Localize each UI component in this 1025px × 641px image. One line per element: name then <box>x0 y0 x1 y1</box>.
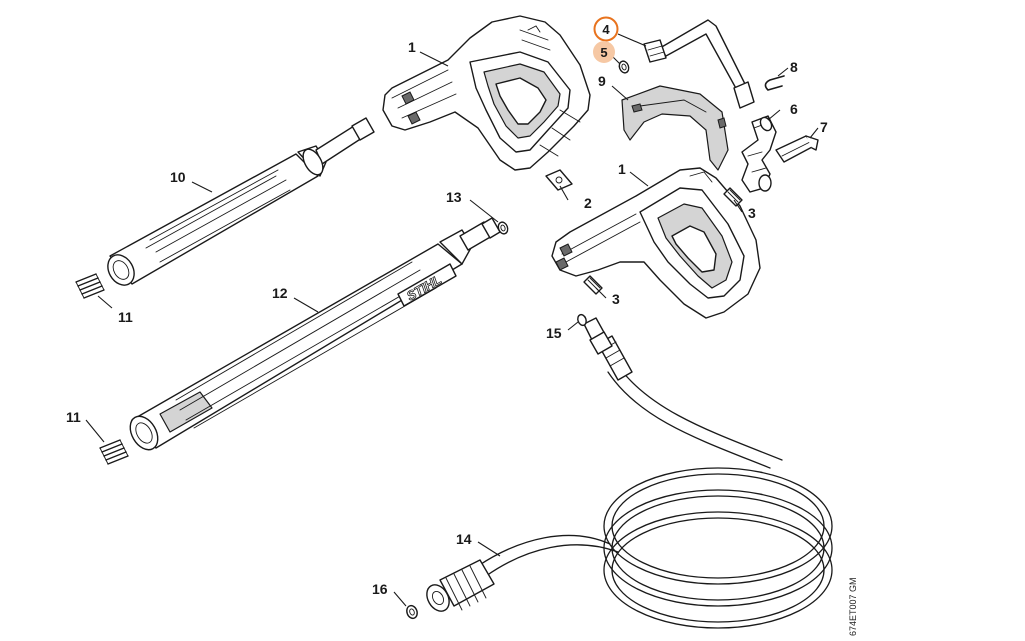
o-ring-13[interactable] <box>497 221 510 235</box>
trigger-guard-cover[interactable] <box>621 85 729 171</box>
drawing-code: 674ET007 GM <box>848 577 858 636</box>
callout-5: 5 <box>600 45 607 60</box>
callout-1-lower: 1 <box>618 161 626 177</box>
o-ring-5[interactable] <box>618 60 631 74</box>
callout-1-upper: 1 <box>408 39 416 55</box>
spring-11-lower[interactable] <box>99 439 129 465</box>
callout-7: 7 <box>820 119 828 135</box>
angled-pipe[interactable] <box>643 19 755 109</box>
callout-8: 8 <box>790 59 798 75</box>
valve-connector-6[interactable] <box>741 115 777 193</box>
callout-12: 12 <box>272 285 288 301</box>
callout-4: 4 <box>602 22 610 37</box>
handle-shell-lower[interactable] <box>551 167 761 319</box>
callout-9: 9 <box>598 73 606 89</box>
retaining-clip-8[interactable] <box>764 75 785 91</box>
callout-16: 16 <box>372 581 388 597</box>
callout-14: 14 <box>456 531 472 547</box>
callout-11-lower: 11 <box>66 409 81 425</box>
leader-lines <box>85 33 819 607</box>
callout-labels: 1 1 2 3 3 4 5 6 7 8 9 10 11 11 12 13 14 … <box>66 16 828 597</box>
o-ring-15[interactable] <box>576 313 587 327</box>
callout-13: 13 <box>446 189 462 205</box>
handle-shell-upper[interactable] <box>382 15 591 171</box>
callout-10: 10 <box>170 169 186 185</box>
spring-11-upper[interactable] <box>75 273 105 299</box>
o-ring-16[interactable] <box>405 604 419 620</box>
callout-5-highlight-disc <box>593 41 615 63</box>
callout-3-upper: 3 <box>748 205 756 221</box>
locking-pin-7[interactable] <box>775 135 819 163</box>
callout-4-highlight-ring <box>593 16 619 42</box>
callout-11-upper: 11 <box>118 309 133 325</box>
callout-3-lower: 3 <box>612 291 620 307</box>
high-pressure-hose-14[interactable] <box>422 317 833 629</box>
screw-3-upper[interactable] <box>723 187 743 207</box>
extension-tube-10[interactable] <box>103 117 375 290</box>
valve-plate[interactable] <box>545 169 573 191</box>
callout-2: 2 <box>584 195 592 211</box>
callout-15: 15 <box>546 325 562 341</box>
callout-6: 6 <box>790 101 798 117</box>
